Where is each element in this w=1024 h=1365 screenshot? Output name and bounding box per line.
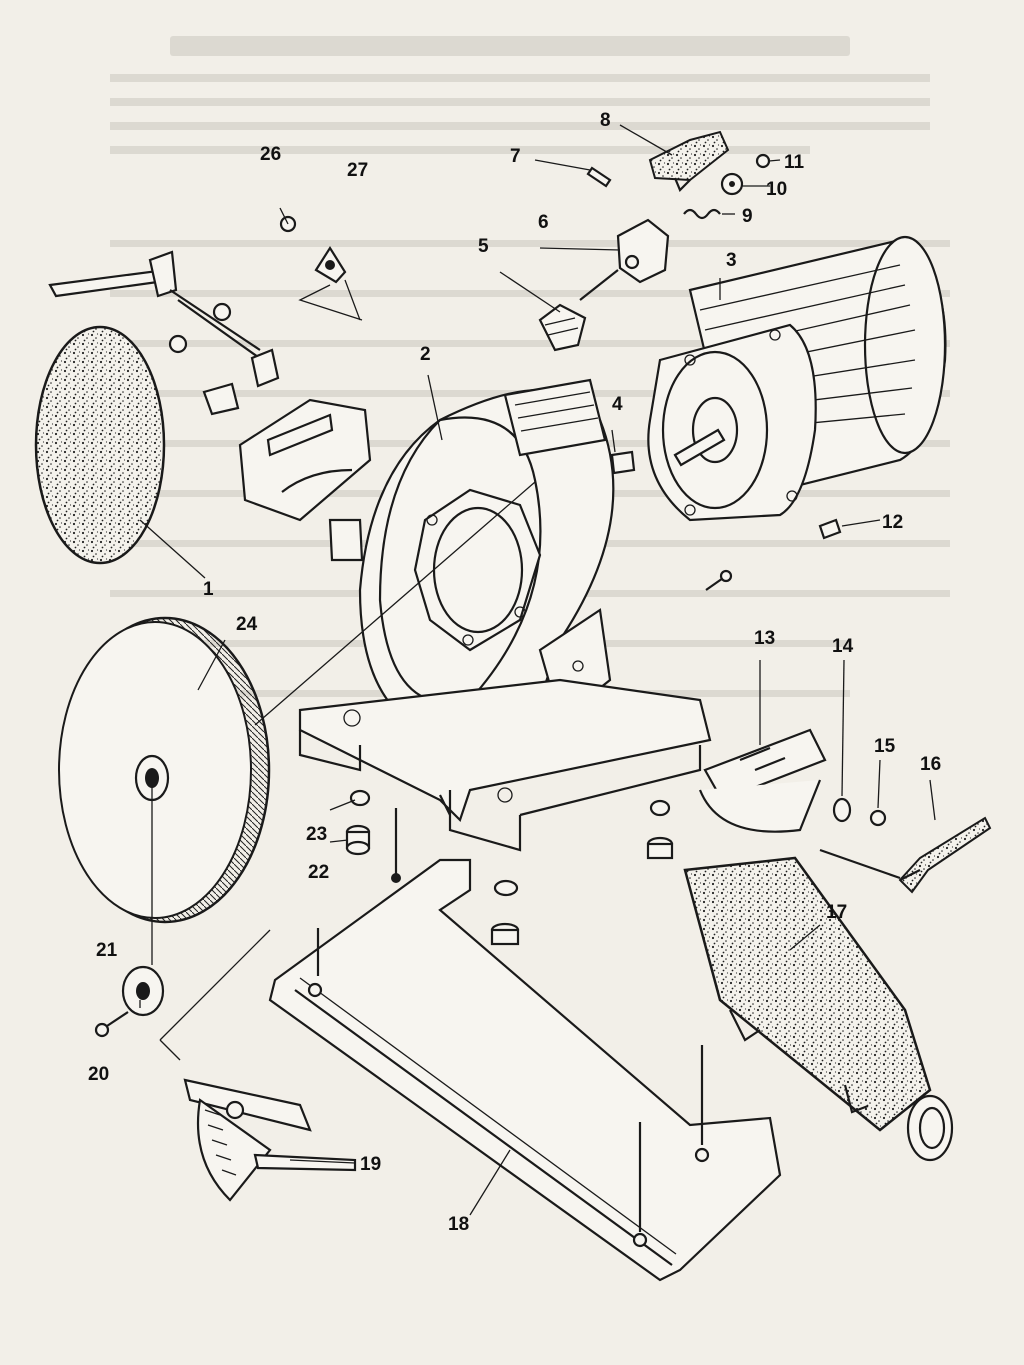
callout-15: 15 [874, 736, 896, 757]
part-switch-body-6 [616, 218, 670, 284]
callout-12: 12 [882, 512, 903, 533]
callout-22: 22 [308, 862, 329, 883]
callout-4: 4 [612, 394, 623, 415]
callout-1: 1 [203, 579, 214, 600]
part-washer-14 [832, 797, 852, 823]
part-bracket-27 [298, 245, 363, 321]
part-work-table-18 [268, 858, 782, 1282]
part-nut-23 [349, 789, 371, 807]
callout-6: 6 [538, 212, 549, 233]
part-sanding-disc [34, 325, 166, 565]
part-motor [647, 235, 947, 522]
part-hub-washer [121, 965, 165, 1017]
part-switch-cover-8 [648, 130, 730, 192]
callout-8: 8 [600, 110, 611, 131]
callout-19: 19 [360, 1154, 381, 1175]
callout-23: 23 [306, 824, 327, 845]
part-foot-22 [345, 824, 371, 856]
part-right-bracket-13 [698, 728, 827, 833]
callout-16: 16 [920, 754, 941, 775]
part-key [610, 450, 636, 475]
callout-11: 11 [784, 152, 805, 173]
part-switch-knob-5 [538, 269, 619, 352]
callout-9: 9 [742, 206, 753, 227]
part-miter-gauge-19 [183, 1078, 357, 1202]
callout-17: 17 [826, 902, 847, 923]
callout-26: 26 [260, 144, 281, 165]
callout-7: 7 [510, 146, 521, 167]
part-nut-15 [869, 809, 887, 827]
callout-3: 3 [726, 250, 737, 271]
callout-27: 27 [347, 160, 368, 181]
callout-20: 20 [88, 1064, 109, 1085]
part-washer-10 [720, 172, 744, 196]
part-feet-pair [391, 799, 674, 946]
callout-24: 24 [236, 614, 258, 635]
part-lock-handle-16 [819, 816, 992, 894]
part-disc-guard [358, 378, 615, 742]
part-screw-12 [705, 518, 842, 591]
part-spring-9 [683, 208, 721, 220]
callout-10: 10 [766, 179, 787, 200]
callout-13: 13 [754, 628, 775, 649]
callout-18: 18 [448, 1214, 469, 1235]
callout-labels: 1 2 3 4 5 6 7 8 9 10 11 12 13 14 15 16 1… [88, 110, 941, 1235]
part-dust-chute-17 [683, 856, 954, 1162]
part-small-screw-26 [279, 207, 297, 233]
part-pin-7 [586, 166, 612, 188]
part-base-frame [298, 678, 712, 852]
part-screw-11 [755, 153, 771, 169]
callout-14: 14 [832, 636, 854, 657]
callout-2: 2 [420, 344, 431, 365]
callout-5: 5 [478, 236, 489, 257]
leader-lines [139, 124, 936, 1216]
part-disc-plate [58, 616, 271, 924]
part-left-tool-rest [48, 250, 372, 562]
callout-21: 21 [96, 940, 118, 961]
part-hub-screw [94, 1011, 129, 1038]
